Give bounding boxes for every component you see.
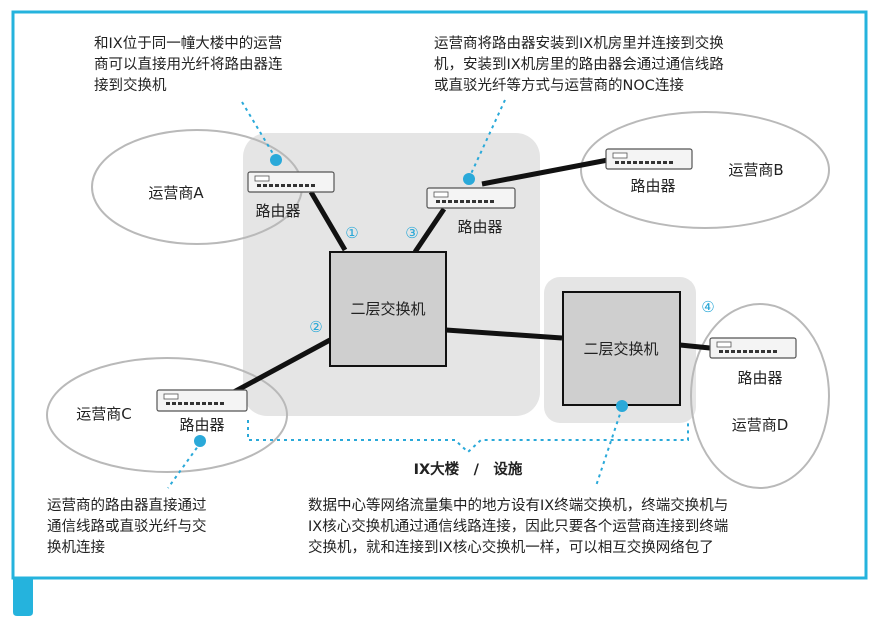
caption-line: 交换机，就和连接到IX核心交换机一样，可以相互交换网络包了	[308, 538, 714, 556]
marker-2: ②	[309, 318, 322, 336]
operator-b-area	[580, 111, 830, 229]
router-ix-label: 路由器	[457, 218, 502, 236]
operator-c-label: 运营商C	[76, 405, 131, 423]
caption-line: IX核心交换机通过通信线路连接，因此只要各个运营商连接到终端	[308, 517, 728, 535]
marker-3: ③	[405, 224, 418, 242]
caption-line: 换机连接	[47, 539, 105, 556]
operator-d-label: 运营商D	[732, 416, 789, 434]
router-icon	[426, 187, 516, 209]
router-d-label: 路由器	[737, 369, 782, 387]
cable-router-in-ix	[412, 207, 447, 254]
leader-bottom-left	[167, 441, 202, 489]
caption-top-right: 运营商将路由器安装到IX机房里并连接到交换 机，安装到IX机房里的路由器会通过通…	[434, 34, 724, 94]
caption-line: 和IX位于同一幢大楼中的运营	[94, 34, 282, 52]
leader-dot	[194, 435, 206, 447]
leader-dot	[616, 400, 628, 412]
leader-dot	[463, 173, 475, 185]
caption-line: 数据中心等网络流量集中的地方设有IX终端交换机，终端交换机与	[308, 496, 728, 514]
caption-line: 商可以直接用光纤将路由器连	[94, 56, 283, 73]
caption-line: 或直驳光纤等方式与运营商的NOC连接	[434, 76, 684, 94]
frame-tab	[13, 578, 33, 616]
leader-dot	[270, 154, 282, 166]
caption-bottom-right: 数据中心等网络流量集中的地方设有IX终端交换机，终端交换机与 IX核心交换机通过…	[308, 496, 728, 556]
caption-line: 运营商的路由器直接通过	[47, 497, 207, 514]
core-switch-label: 二层交换机	[350, 300, 425, 318]
router-icon	[709, 337, 797, 359]
facility-bracket	[247, 420, 689, 454]
edge-switch-label: 二层交换机	[583, 340, 658, 358]
caption-bottom-left: 运营商的路由器直接通过 通信线路或直驳光纤与交 换机连接	[47, 497, 207, 556]
caption-line: 通信线路或直驳光纤与交	[47, 517, 207, 535]
operator-a-label: 运营商A	[148, 184, 204, 202]
cable-router-d	[679, 342, 711, 351]
core-switch	[329, 251, 447, 367]
diagram-frame	[11, 10, 868, 580]
router-a-label: 路由器	[255, 202, 300, 220]
facility-label: IX大楼 / 设施	[414, 460, 523, 478]
cable-router-a	[308, 190, 348, 252]
cable-router-c	[230, 337, 332, 396]
caption-top-left: 和IX位于同一幢大楼中的运营 商可以直接用光纤将路由器连 接到交换机	[94, 34, 283, 94]
operator-c-area	[46, 357, 288, 473]
router-b-label: 路由器	[630, 177, 675, 195]
marker-4: ④	[701, 298, 714, 316]
router-icon	[247, 171, 335, 193]
router-icon	[605, 148, 693, 170]
caption-line: 机，安装到IX机房里的路由器会通过通信线路	[434, 56, 724, 73]
cable-router-b	[481, 157, 609, 187]
operator-d-area	[690, 303, 830, 489]
router-icon	[156, 389, 248, 412]
cable-core-to-edge	[445, 327, 563, 341]
marker-1: ①	[345, 224, 358, 242]
router-c-label: 路由器	[179, 416, 224, 434]
leader-lines	[167, 99, 689, 489]
caption-line: 运营商将路由器安装到IX机房里并连接到交换	[434, 34, 724, 52]
cables	[230, 157, 711, 396]
caption-line: 接到交换机	[94, 76, 167, 94]
operator-b-label: 运营商B	[728, 161, 783, 179]
